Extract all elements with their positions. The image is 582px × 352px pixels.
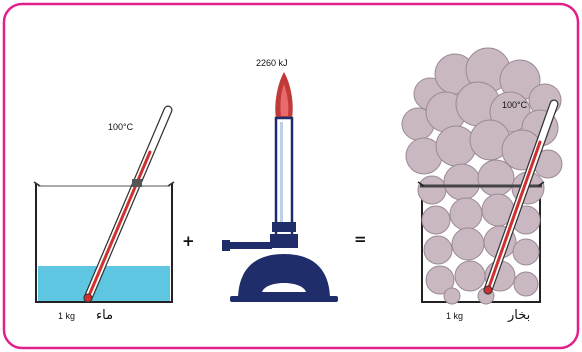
steam-mass-label: 1 kg [446, 311, 463, 321]
water-mass-label: 1 kg [58, 311, 75, 321]
steam-name-label: بخار [508, 308, 530, 323]
water-name-label: ماء [96, 308, 113, 323]
equals-sign: = [354, 230, 367, 248]
steam-temperature-label: 100°C [502, 100, 527, 110]
energy-label: 2260 kJ [256, 58, 288, 68]
gas-inlet [228, 242, 272, 249]
plus-sign: + [182, 232, 195, 250]
water-temperature-label: 100°C [108, 122, 133, 132]
burner-tube [276, 118, 292, 236]
